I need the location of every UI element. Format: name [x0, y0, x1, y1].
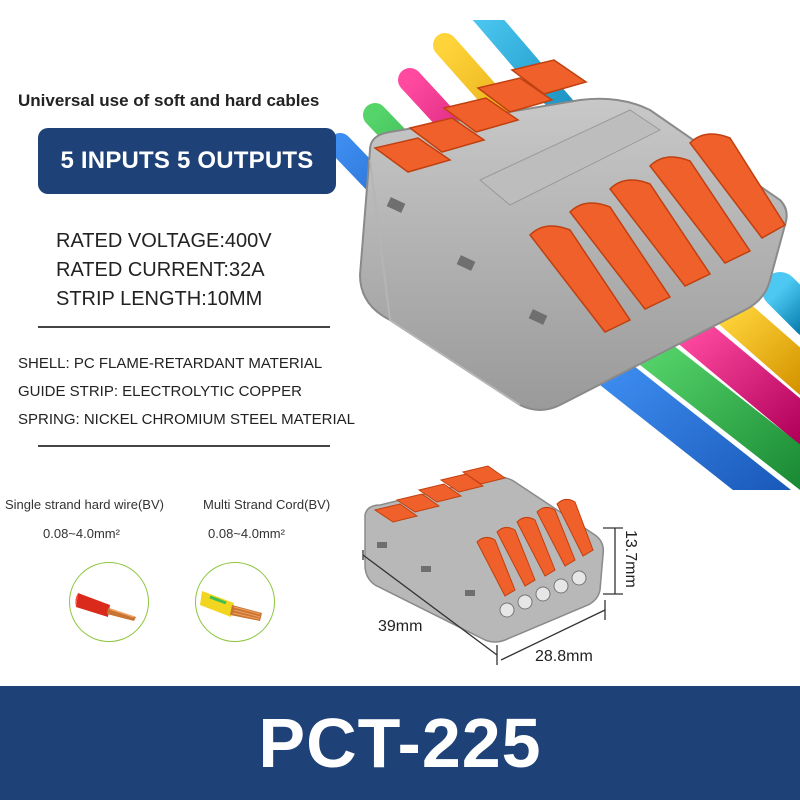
wire-type-hard-size: 0.08~4.0mm² — [43, 526, 120, 541]
divider — [38, 445, 330, 447]
stranded-wire-image — [195, 562, 275, 642]
material-spring: SPRING: NICKEL CHROMIUM STEEL MATERIAL — [18, 411, 355, 428]
dimension-width: 28.8mm — [535, 648, 593, 665]
spec-rated-voltage: RATED VOLTAGE:400V — [56, 230, 272, 252]
output-cables — [592, 272, 800, 490]
dimension-length: 39mm — [378, 618, 423, 635]
divider — [38, 326, 330, 328]
model-number: PCT-225 — [258, 704, 542, 782]
hard-wire-image — [69, 562, 149, 642]
material-guide-strip: GUIDE STRIP: ELECTROLYTIC COPPER — [18, 383, 302, 400]
back-levers — [373, 59, 588, 173]
connector-product-illustration — [330, 20, 800, 490]
inputs-outputs-badge: 5 INPUTS 5 OUTPUTS — [38, 128, 336, 194]
material-shell: SHELL: PC FLAME-RETARDANT MATERIAL — [18, 355, 323, 372]
spec-strip-length: STRIP LENGTH:10MM — [56, 288, 263, 310]
front-levers — [529, 133, 787, 333]
connector-dimension-drawing — [362, 465, 623, 665]
wire-type-stranded-size: 0.08~4.0mm² — [208, 526, 285, 541]
wire-type-hard-label: Single strand hard wire(BV) — [5, 497, 164, 512]
dimension-height: 13.7mm — [622, 530, 639, 588]
model-banner: PCT-225 — [0, 686, 800, 800]
headline: Universal use of soft and hard cables — [18, 91, 320, 110]
wire-type-stranded-label: Multi Strand Cord(BV) — [203, 497, 331, 512]
spec-rated-current: RATED CURRENT:32A — [56, 259, 265, 281]
